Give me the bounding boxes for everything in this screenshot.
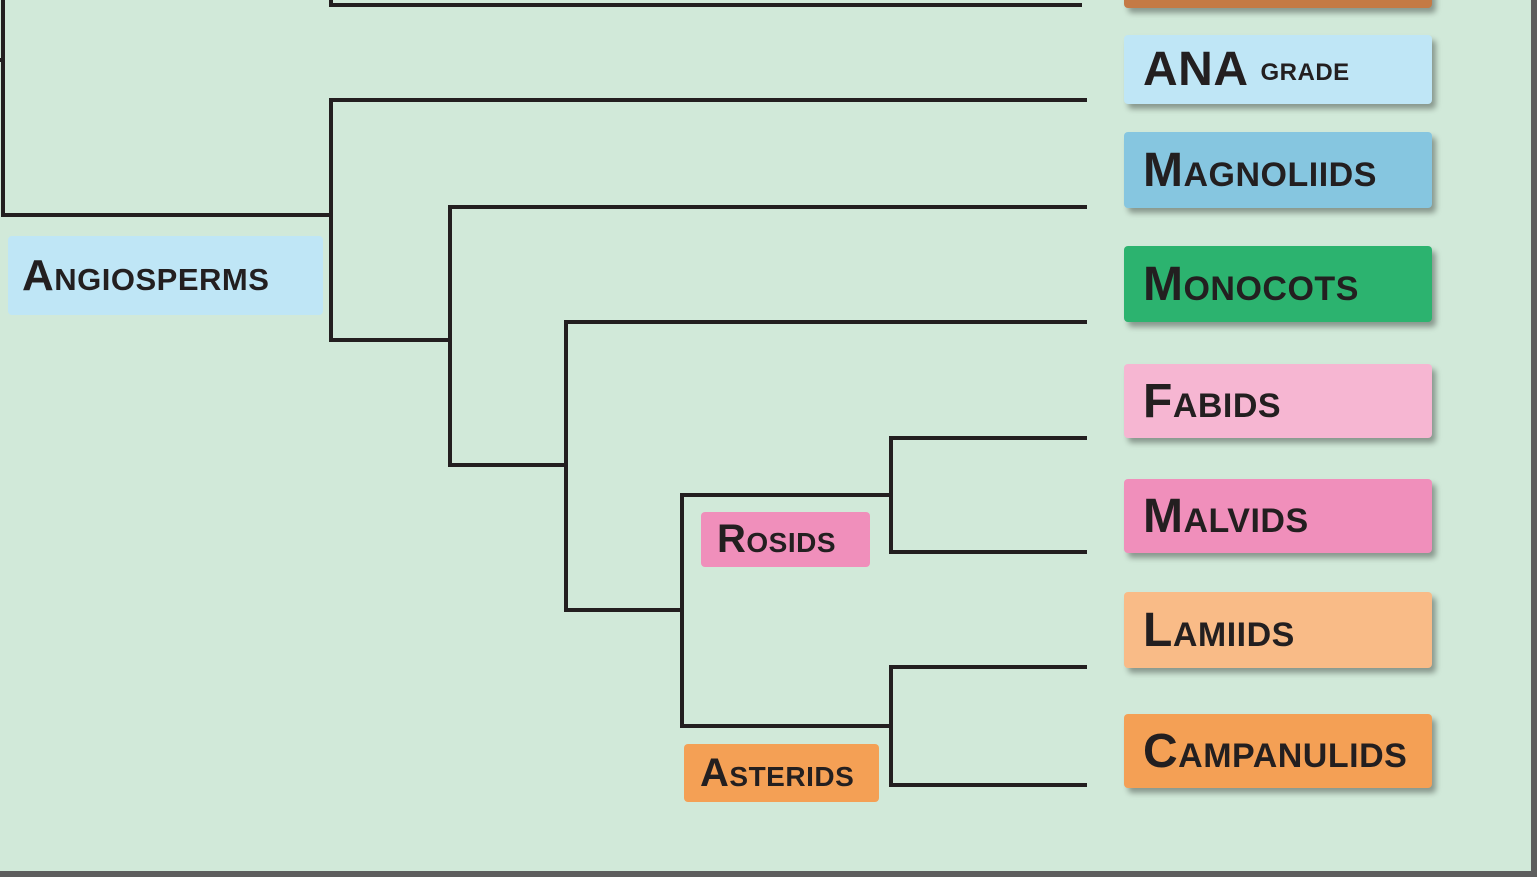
branch-top-partial <box>329 0 1082 7</box>
tip-label-campanulids: Campanulids <box>1124 714 1432 788</box>
tip-label-lamiids: Lamiids <box>1124 592 1432 668</box>
clade-angiosperms-text: Angiosperms <box>22 250 270 300</box>
branch-outer-stem <box>1 0 333 217</box>
tip-label-partial-top <box>1124 0 1432 8</box>
tip-label-malvids: Malvids <box>1124 479 1432 553</box>
tip-label-fabids: Fabids <box>1124 364 1432 438</box>
tip-malvids-text: Malvids <box>1143 489 1309 543</box>
tip-campanulids-text: Campanulids <box>1143 724 1408 778</box>
tip-label-ana-grade: ANA grade <box>1124 35 1432 104</box>
clade-label-asterids: Asterids <box>684 744 879 802</box>
clade-label-angiosperms: Angiosperms <box>8 236 323 315</box>
clade-asterids-text: Asterids <box>700 750 855 795</box>
tip-fabids-text: Fabids <box>1143 374 1282 428</box>
tip-monocots-text: Monocots <box>1143 257 1359 311</box>
tip-magnoliids-text: Magnoliids <box>1143 143 1377 197</box>
tip-ana-suffix: grade <box>1260 50 1350 88</box>
tip-label-magnoliids: Magnoliids <box>1124 132 1432 208</box>
tip-lamiids-text: Lamiids <box>1143 603 1295 657</box>
tip-ana-text: ANA <box>1143 43 1249 96</box>
clade-label-rosids: Rosids <box>701 512 870 567</box>
clade-rosids-text: Rosids <box>717 517 837 561</box>
tip-label-monocots: Monocots <box>1124 246 1432 322</box>
